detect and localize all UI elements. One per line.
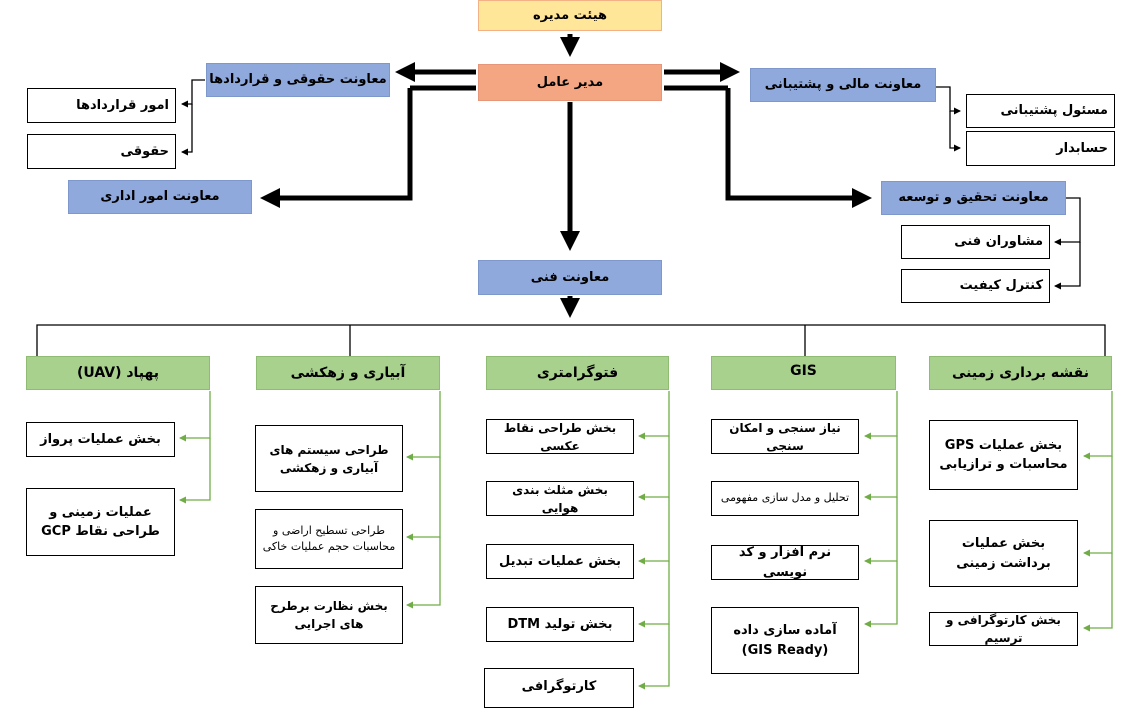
survey-unit-cartography-label: بخش کارتوگرافی و ترسیم	[946, 613, 1061, 645]
research-deputy-label: معاونت تحقیق و توسعه	[898, 190, 1049, 206]
support-officer-label: مسئول پشتیبانی	[1000, 103, 1109, 119]
photo-unit-points-label: بخش طراحی نقاط عکسی	[503, 420, 617, 453]
contracts-unit: امور قراردادها	[27, 88, 176, 123]
uav-unit-gcp: عملیات زمینی و طراحی نقاط GCP	[26, 488, 175, 556]
gis-unit-data-label: آماده سازی داده (GIS Ready)	[733, 623, 837, 658]
survey-unit-cartography: بخش کارتوگرافی و ترسیم	[929, 612, 1078, 646]
irrigation-unit-leveling-label: طراحی تسطیح اراضی و محاسبات حجم عملیات خ…	[262, 523, 396, 554]
irrigation-unit-supervision-label: بخش نظارت برطرح های اجرایی	[270, 599, 388, 631]
dept-survey: نقشه برداری زمینی	[929, 356, 1112, 390]
technical-deputy-label: معاونت فنی	[530, 269, 610, 285]
survey-unit-gps: بخش عملیات GPS محاسبات و ترازیابی	[929, 420, 1078, 490]
support-officer-unit: مسئول پشتیبانی	[966, 94, 1115, 128]
irrigation-unit-design: طراحی سیستم های آبیاری و زهکشی	[255, 425, 403, 492]
admin-deputy-box: معاونت امور اداری	[68, 180, 252, 214]
ceo-box: مدیر عامل	[478, 64, 662, 101]
survey-unit-field: بخش عملیات برداشت زمینی	[929, 520, 1078, 587]
survey-unit-field-label: بخش عملیات برداشت زمینی	[956, 536, 1051, 571]
gis-unit-modeling: تحلیل و مدل سازی مفهومی	[711, 481, 859, 516]
survey-unit-gps-label: بخش عملیات GPS محاسبات و ترازیابی	[939, 437, 1068, 473]
admin-deputy-label: معاونت امور اداری	[100, 189, 220, 205]
gis-unit-software-label: نرم افزار و کد نویسی	[738, 545, 832, 580]
gis-unit-modeling-label: تحلیل و مدل سازی مفهومی	[720, 491, 850, 505]
finance-deputy-box: معاونت مالی و پشتیبانی	[750, 68, 936, 102]
photo-unit-cartography: کارتوگرافی	[484, 668, 634, 708]
legal-label: حقوقی	[120, 143, 169, 159]
legal-unit: حقوقی	[27, 134, 176, 169]
technical-deputy-box: معاونت فنی	[478, 260, 662, 295]
dept-survey-title: نقشه برداری زمینی	[952, 364, 1089, 381]
uav-unit-gcp-label: عملیات زمینی و طراحی نقاط GCP	[41, 504, 160, 540]
uav-unit-flight-label: بخش عملیات پرواز	[40, 431, 161, 447]
photo-unit-conversion: بخش عملیات تبدیل	[486, 544, 634, 579]
technical-advisors-unit: مشاوران فنی	[901, 225, 1050, 259]
dept-gis: GIS	[711, 356, 896, 390]
legal-deputy-box: معاونت حقوقی و قراردادها	[206, 63, 390, 97]
photo-unit-dtm: بخش تولید DTM	[486, 607, 634, 642]
dept-photogrammetry: فتوگرامتری	[486, 356, 669, 390]
accountant-unit: حسابدار	[966, 131, 1115, 166]
dept-irrigation-title: آبیاری و زهکشی	[290, 364, 406, 381]
contracts-label: امور قراردادها	[76, 97, 169, 113]
research-deputy-box: معاونت تحقیق و توسعه	[881, 181, 1066, 215]
quality-control-label: کنترل کیفیت	[959, 278, 1043, 294]
photo-unit-cartography-label: کارتوگرافی	[521, 679, 597, 694]
quality-control-unit: کنترل کیفیت	[901, 269, 1050, 303]
dept-uav-title: پهپاد (UAV)	[77, 364, 160, 381]
technical-advisors-label: مشاوران فنی	[954, 234, 1043, 250]
accountant-label: حسابدار	[1056, 140, 1108, 156]
board-box: هیئت مدیره	[478, 0, 662, 31]
photo-unit-triangulation: بخش مثلث بندی هوایی	[486, 481, 634, 516]
legal-deputy-label: معاونت حقوقی و قراردادها	[209, 72, 387, 88]
dept-photogrammetry-title: فتوگرامتری	[536, 364, 619, 381]
gis-unit-needs-label: نیاز سنجی و امکان سنجی	[729, 420, 841, 453]
photo-unit-conversion-label: بخش عملیات تبدیل	[499, 553, 622, 569]
finance-deputy-label: معاونت مالی و پشتیبانی	[764, 77, 922, 93]
dept-irrigation: آبیاری و زهکشی	[256, 356, 440, 390]
irrigation-unit-leveling: طراحی تسطیح اراضی و محاسبات حجم عملیات خ…	[255, 509, 403, 569]
gis-unit-software: نرم افزار و کد نویسی	[711, 545, 859, 580]
gis-unit-data: آماده سازی داده (GIS Ready)	[711, 607, 859, 674]
board-label: هیئت مدیره	[532, 7, 608, 23]
ceo-label: مدیر عامل	[536, 74, 604, 90]
dept-uav: پهپاد (UAV)	[26, 356, 210, 390]
photo-unit-points: بخش طراحی نقاط عکسی	[486, 419, 634, 454]
photo-unit-dtm-label: بخش تولید DTM	[507, 616, 613, 632]
gis-unit-needs: نیاز سنجی و امکان سنجی	[711, 419, 859, 454]
photo-unit-triangulation-label: بخش مثلث بندی هوایی	[512, 482, 608, 515]
dept-gis-title: GIS	[790, 363, 817, 379]
irrigation-unit-design-label: طراحی سیستم های آبیاری و زهکشی	[269, 442, 389, 475]
irrigation-unit-supervision: بخش نظارت برطرح های اجرایی	[255, 586, 403, 644]
uav-unit-flight: بخش عملیات پرواز	[26, 422, 175, 457]
